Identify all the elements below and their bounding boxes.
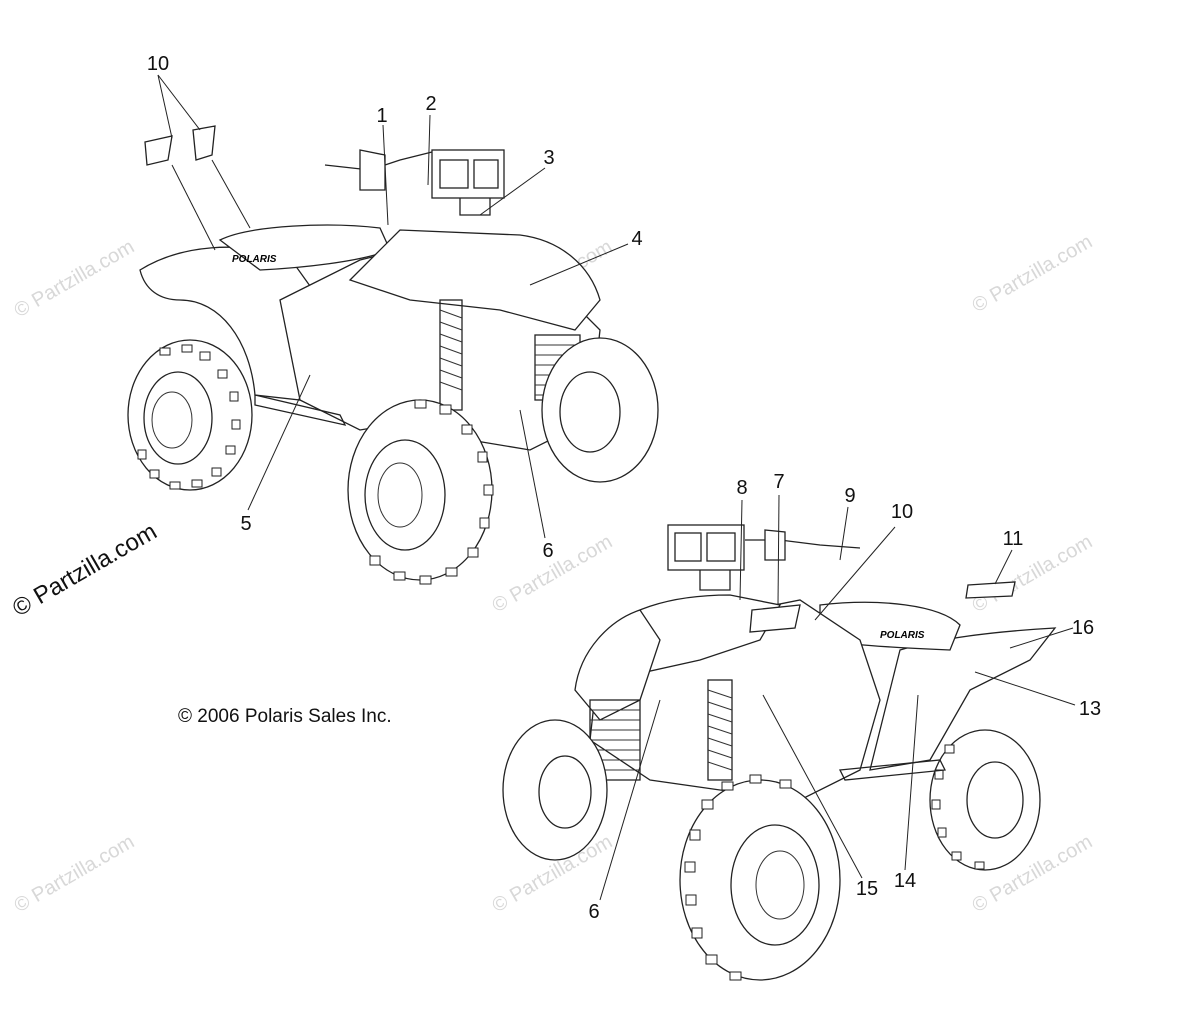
decal-12-left bbox=[144, 135, 173, 166]
decal-11 bbox=[965, 581, 1016, 599]
copyright-notice: © 2006 Polaris Sales Inc. bbox=[178, 706, 392, 727]
front-wheel bbox=[347, 399, 494, 585]
atv-front-left-view: POLARIS bbox=[502, 524, 1057, 981]
callout-11: 11 bbox=[1002, 528, 1024, 550]
callout-1: 1 bbox=[376, 105, 388, 127]
atv-rear-left-view: POLARIS bbox=[127, 149, 659, 585]
leader-lines-bottom bbox=[599, 494, 1076, 901]
decal-12-right bbox=[192, 125, 216, 161]
callout-12: 10 bbox=[146, 53, 170, 75]
leader-lines-top bbox=[157, 74, 629, 539]
callout-7: 7 bbox=[773, 471, 785, 493]
callout-3: 3 bbox=[543, 147, 555, 169]
callout-10: 10 bbox=[890, 501, 914, 523]
callout-4: 4 bbox=[631, 228, 643, 250]
callout-8: 8 bbox=[736, 477, 748, 499]
callout-2: 2 bbox=[425, 93, 437, 115]
callout-5: 5 bbox=[240, 513, 252, 535]
callout-16: 16 bbox=[1071, 617, 1095, 639]
brand-decal: POLARIS bbox=[880, 630, 925, 641]
callout-9: 9 bbox=[844, 485, 856, 507]
callout-13: 13 bbox=[1078, 698, 1102, 720]
front-wheel bbox=[679, 774, 841, 981]
callout-6: 6 bbox=[542, 540, 554, 562]
callout-15: 15 bbox=[855, 878, 879, 900]
callout-14: 14 bbox=[893, 870, 917, 892]
rear-wheel bbox=[127, 339, 253, 491]
callout-6b: 6 bbox=[588, 901, 600, 923]
decal-7 bbox=[749, 604, 801, 633]
brand-decal: POLARIS bbox=[232, 254, 277, 265]
